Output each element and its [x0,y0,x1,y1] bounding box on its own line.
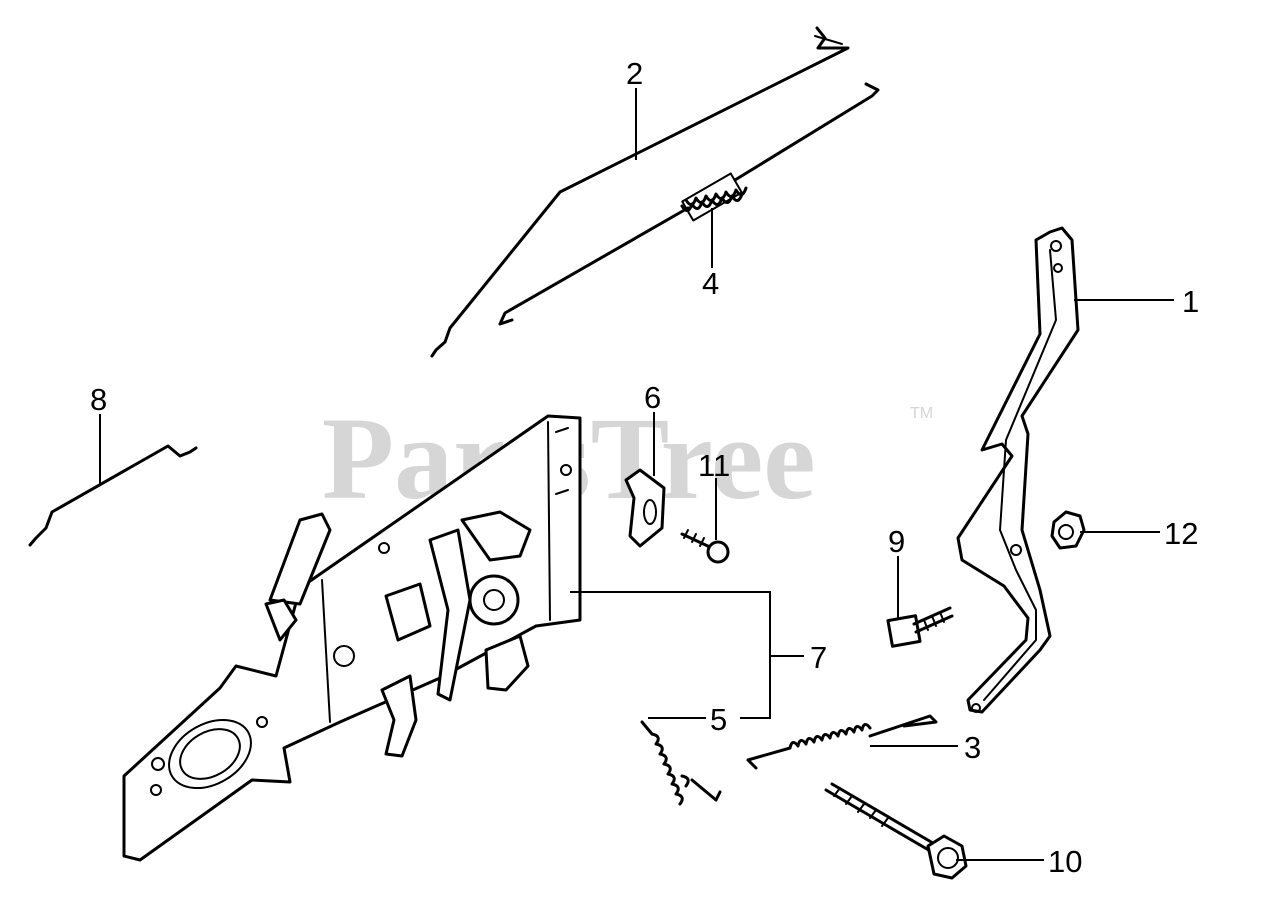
part-8-rod[interactable] [28,444,198,547]
callout-2: 2 [626,56,643,160]
callout-12-label: 12 [1164,516,1198,551]
part-4-spring-rod[interactable] [498,82,880,326]
callout-7: 7 [570,591,827,719]
callout-5-label: 5 [710,702,727,737]
part-11-screw[interactable] [680,529,730,564]
callout-7-label: 7 [810,640,827,675]
callout-6: 6 [644,380,661,476]
callout-3-label: 3 [964,730,981,765]
callout-6-label: 6 [644,380,661,415]
part-10-bolt[interactable] [824,782,968,880]
part-3-spring[interactable] [746,714,938,770]
callout-1-label: 1 [1182,284,1199,319]
callout-9-label: 9 [888,524,905,559]
callout-9: 9 [888,524,905,620]
callout-10: 10 [956,844,1082,879]
governor-control-plate[interactable] [122,414,582,862]
callout-4-label: 4 [702,266,719,301]
part-2-rod[interactable] [430,26,850,358]
callout-5: 5 [648,702,727,737]
callout-1: 1 [1074,284,1199,319]
part-5-spring[interactable] [640,720,722,806]
part-12-nut[interactable] [1050,510,1086,550]
callout-4: 4 [702,208,719,301]
callout-11-label: 11 [698,448,730,483]
callout-12: 12 [1080,516,1198,551]
callout-10-label: 10 [1048,844,1082,879]
part-6-bracket[interactable] [624,468,666,548]
part-9-clip[interactable] [886,606,954,648]
watermark: PartsTree TM [322,393,933,524]
callout-8: 8 [90,382,107,484]
callout-8-label: 8 [90,382,107,417]
watermark-trademark: TM [910,405,933,422]
part-1-lever[interactable] [956,226,1080,714]
callout-11: 11 [698,448,730,540]
part-4-spring-coil [680,172,748,222]
callout-2-label: 2 [626,56,643,91]
callout-3: 3 [870,730,981,765]
